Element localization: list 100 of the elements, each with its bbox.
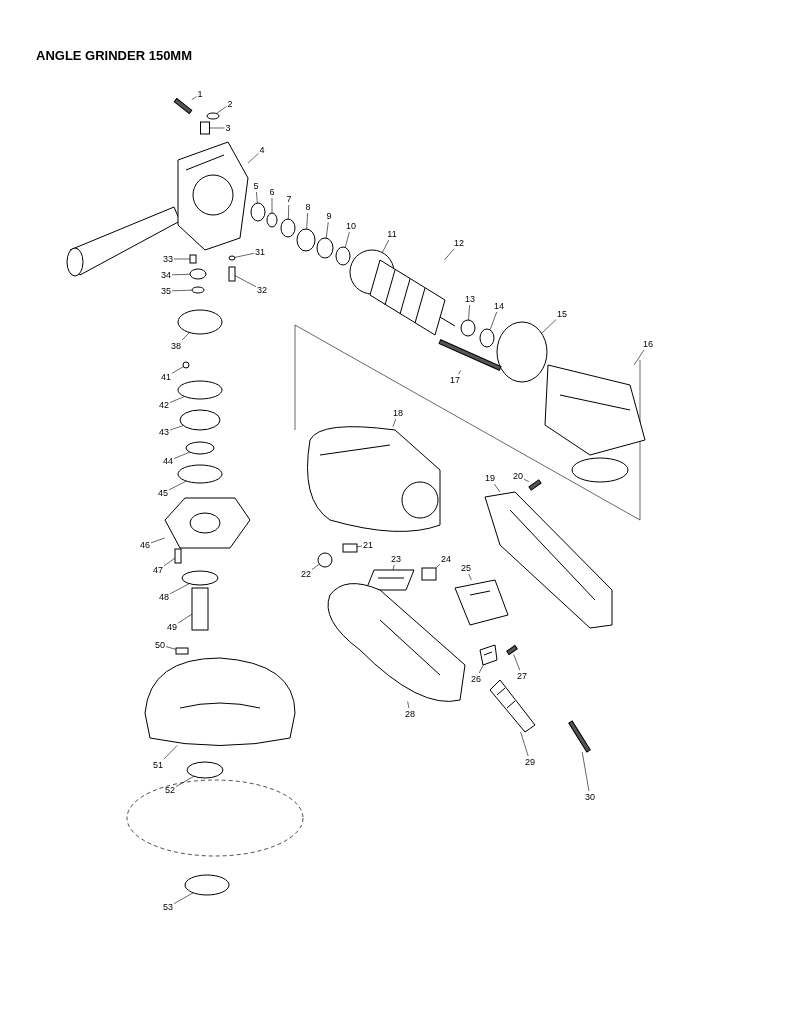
callout-number: 7 (286, 194, 292, 204)
leader-line (271, 197, 273, 214)
callout-number: 21 (363, 540, 373, 550)
pin-drawing (228, 266, 236, 282)
callout-number: 25 (461, 563, 471, 573)
leader-line (173, 892, 194, 904)
callout-number: 10 (346, 221, 356, 231)
lock-nut-drawing (184, 874, 230, 896)
leader-line (168, 480, 187, 491)
motor-housing-drawing (307, 426, 441, 532)
leader-line (169, 425, 184, 431)
switch-drawing (454, 579, 509, 626)
spring-drawing (200, 121, 210, 135)
leader-line (468, 304, 470, 321)
leader-line (247, 153, 259, 164)
callout-number: 44 (163, 456, 173, 466)
leader-line (163, 557, 176, 567)
callout-number: 33 (163, 254, 173, 264)
callout-number: 14 (494, 301, 504, 311)
capacitor-drawing (421, 567, 437, 581)
callout-number: 34 (161, 270, 171, 280)
callout-number: 48 (159, 592, 169, 602)
screw-drawing (175, 647, 189, 655)
leader-line (407, 701, 410, 709)
leader-line (175, 776, 195, 787)
screw-drawing (506, 645, 518, 655)
ring-drawing (250, 202, 266, 222)
leader-line (306, 212, 308, 230)
leader-line (169, 583, 190, 595)
leader-line (234, 253, 255, 258)
ring-drawing (316, 237, 334, 259)
leader-line (493, 483, 501, 493)
callout-number: 27 (517, 671, 527, 681)
callout-number: 23 (391, 554, 401, 564)
ring-drawing (479, 328, 495, 348)
washer-drawing (206, 112, 220, 120)
callout-number: 51 (153, 760, 163, 770)
leader-line (288, 204, 290, 220)
bearing-drawing (179, 409, 221, 431)
leader-line (523, 478, 530, 483)
leader-line (311, 563, 320, 570)
leader-line (458, 369, 462, 375)
ring-drawing (181, 570, 219, 586)
leader-line (468, 573, 472, 581)
brush-cap-drawing (317, 552, 333, 568)
callout-number: 16 (643, 339, 653, 349)
gear-drawing (280, 218, 296, 238)
callout-number: 41 (161, 372, 171, 382)
callout-number: 31 (255, 247, 265, 257)
callout-number: 3 (225, 123, 231, 133)
carbon-brush-drawing (342, 543, 358, 553)
leader-line (173, 258, 191, 260)
screw-drawing (182, 361, 190, 369)
gear-housing-drawing (177, 141, 249, 251)
leader-line (489, 311, 498, 331)
o-ring-drawing (177, 464, 223, 484)
callout-number: 9 (326, 211, 332, 221)
callout-number: 35 (161, 286, 171, 296)
ring-drawing (185, 441, 215, 455)
leader-line (150, 537, 166, 544)
clamp-drawing (479, 644, 498, 666)
armature-drawing (369, 259, 456, 336)
callout-number: 24 (441, 554, 451, 564)
callout-number: 17 (450, 375, 460, 385)
leader-line (356, 545, 363, 548)
leader-line (234, 275, 257, 288)
flange-drawing (186, 761, 224, 779)
spindle-drawing (191, 587, 209, 631)
diagram-title: ANGLE GRINDER 150MM (36, 48, 193, 63)
callout-number: 45 (158, 488, 168, 498)
bearing-drawing (296, 228, 316, 252)
leader-line (165, 646, 177, 650)
leader-line (392, 564, 395, 571)
leader-line (173, 451, 191, 459)
callout-number: 52 (165, 785, 175, 795)
callout-number: 1 (197, 89, 203, 99)
leader-line (581, 751, 590, 792)
callout-number: 49 (167, 622, 177, 632)
leader-line (325, 221, 329, 239)
leader-line (177, 613, 193, 624)
label-plate-drawing (365, 569, 415, 591)
baffle-plate-drawing (496, 321, 548, 383)
bolt-drawing (174, 548, 182, 564)
callout-number: 13 (465, 294, 475, 304)
bearing-drawing (189, 268, 207, 280)
cord-guard-drawing (489, 679, 536, 733)
leader-line (169, 396, 185, 403)
leader-line (181, 332, 190, 341)
bearing-drawing (460, 319, 476, 337)
leader-line (191, 96, 197, 101)
nut-drawing (266, 212, 278, 228)
leader-line (381, 239, 390, 253)
callout-number: 4 (259, 145, 265, 155)
leader-line (171, 273, 191, 276)
leader-line (256, 191, 258, 204)
leader-line (435, 564, 441, 569)
leader-line (478, 664, 484, 674)
callout-number: 26 (471, 674, 481, 684)
plate-drawing (177, 380, 223, 400)
callout-number: 50 (155, 640, 165, 650)
